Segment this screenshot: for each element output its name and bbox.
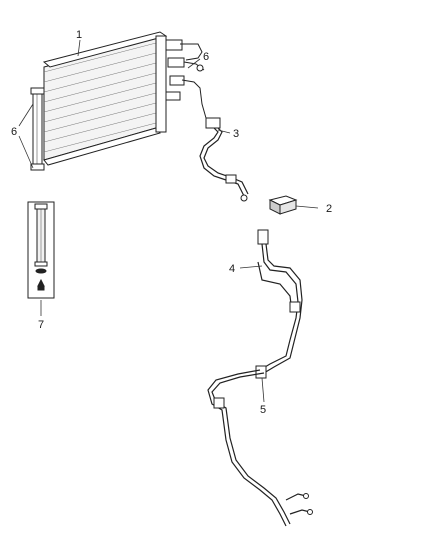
dryer-element-part: [27, 201, 55, 299]
callout-5: 5: [260, 404, 266, 416]
leader-6-right: [187, 58, 201, 69]
leader-6-left-b: [18, 135, 34, 169]
callout-1: 1: [76, 29, 82, 41]
callout-2: 2: [326, 203, 332, 215]
ac-line-long-part: [207, 229, 313, 527]
leader-3: [217, 129, 231, 134]
callout-7: 7: [38, 319, 44, 331]
leader-lines: [18, 39, 319, 403]
leader-1: [77, 39, 81, 57]
callout-6-right: 6: [203, 51, 209, 63]
condenser-part: [30, 31, 207, 171]
leader-5: [261, 377, 265, 403]
leader-4: [239, 265, 263, 269]
callout-3: 3: [233, 128, 239, 140]
callout-6-left: 6: [11, 126, 17, 138]
ac-line-short-part: [199, 117, 249, 202]
leader-2: [295, 205, 319, 209]
callout-4: 4: [229, 263, 235, 275]
seal-kit-part: [268, 195, 298, 215]
leader-6-left-a: [18, 103, 34, 127]
